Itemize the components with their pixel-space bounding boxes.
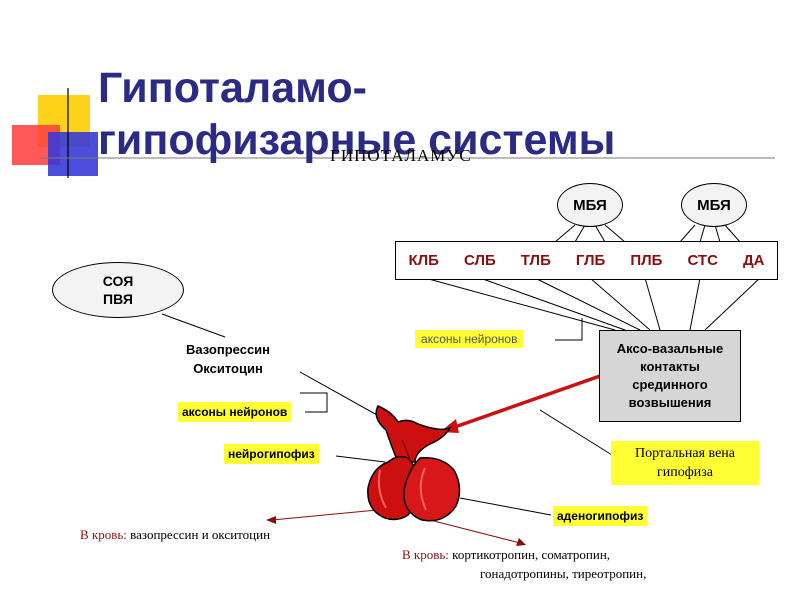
nucleus-label: ГЛБ	[575, 252, 606, 269]
akso-line-4: возвышения	[628, 395, 712, 410]
axons-label-top: аксоны нейронов	[415, 330, 524, 348]
soya-pvya-oval: СОЯ ПВЯ	[52, 262, 184, 318]
page-title: Гипоталамо- гипофизарные системы	[98, 62, 615, 166]
nucleus-label: СЛБ	[463, 252, 496, 269]
title-line-1: Гипоталамо-	[98, 64, 367, 112]
portal-vein-label: Портальная вена гипофиза	[611, 441, 759, 485]
blood-right-prefix: В кровь:	[402, 547, 449, 562]
hormones-label: Вазопрессин Окситоцин	[186, 340, 270, 378]
oxytocin-label: Окситоцин	[193, 361, 263, 376]
neurohypophysis-label: нейрогипофиз	[224, 444, 319, 464]
nucleus-label: СТС	[687, 252, 718, 269]
decor-blue-square	[48, 132, 98, 176]
nucleus-label: ПЛБ	[630, 252, 663, 269]
blood-right-line-1: кортикотропин, соматропин,	[452, 547, 611, 562]
blood-output-left: В кровь: вазопрессин и окситоцин	[80, 527, 270, 543]
akso-line-2: контакты	[640, 359, 700, 374]
blood-arrow-left	[271, 509, 378, 521]
axo-vasal-contacts-box: Аксо-вазальные контакты срединного возвы…	[599, 330, 741, 422]
portal-arrow	[451, 374, 601, 430]
blood-right-line-2: гонадотропины, тиреотропин,	[480, 566, 647, 581]
akso-line-1: Аксо-вазальные	[616, 341, 724, 356]
nucleus-label: КЛБ	[408, 252, 439, 269]
adenohypophysis-label: аденогипофиз	[553, 506, 648, 526]
mbya-oval-2: МБЯ	[681, 183, 747, 227]
mbya-oval-1: МБЯ	[557, 183, 623, 227]
nuclei-to-akso-connectors	[424, 277, 761, 331]
nucleus-label: ДА	[742, 252, 765, 269]
nucleus-label: ТЛБ	[520, 252, 551, 269]
blood-arrow-right	[429, 519, 521, 544]
title-line-2: гипофизарные системы	[98, 116, 616, 164]
blood-output-right: В кровь: кортикотропин, соматропин, гона…	[402, 545, 646, 583]
pvya-label: ПВЯ	[103, 291, 133, 307]
soya-label: СОЯ	[102, 273, 134, 289]
mbya-connectors	[554, 224, 741, 243]
nuclei-box: КЛБ СЛБ ТЛБ ГЛБ ПЛБ СТС ДА	[395, 241, 778, 280]
pituitary-gland	[367, 405, 461, 522]
hypothalamus-label: ГИПОТАЛАМУС	[330, 146, 472, 165]
vasopressin-label: Вазопрессин	[186, 342, 271, 357]
akso-line-3: срединного	[632, 377, 708, 392]
blood-left-prefix: В кровь:	[80, 527, 127, 542]
axons-label-left: аксоны нейронов	[178, 402, 292, 422]
blood-left-text: вазопрессин и окситоцин	[130, 527, 271, 542]
